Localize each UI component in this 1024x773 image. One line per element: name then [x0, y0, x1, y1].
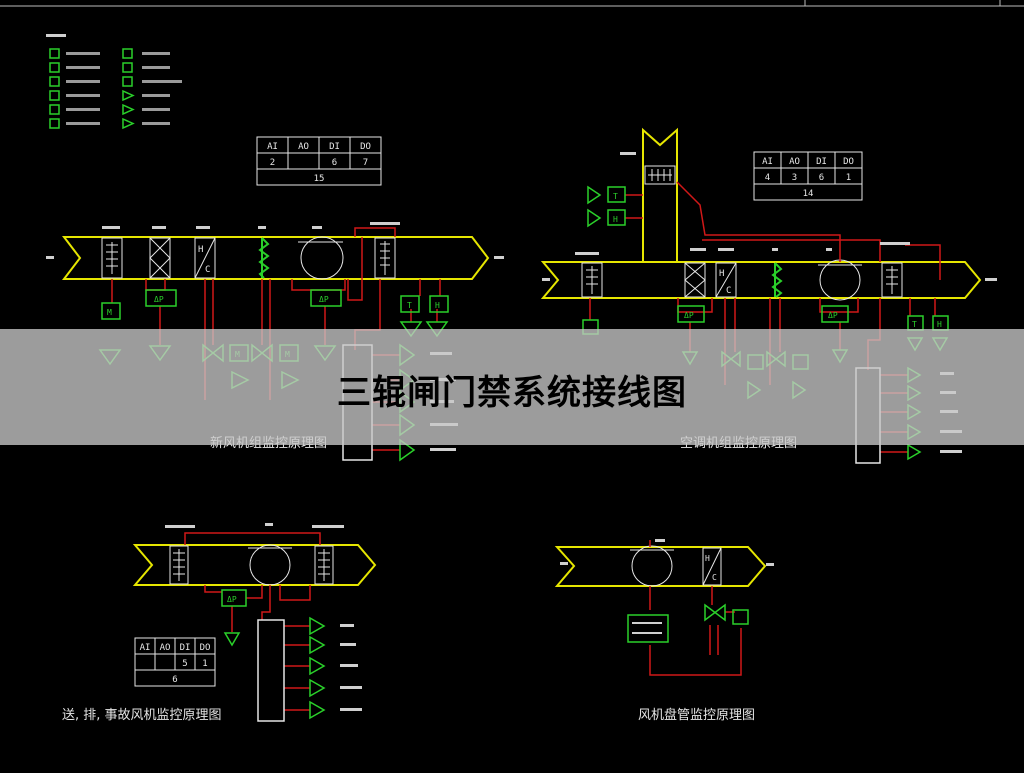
- svg-text:M: M: [107, 308, 112, 317]
- svg-text:C: C: [712, 573, 717, 582]
- legend-symbol: [122, 48, 133, 59]
- legend: [46, 34, 182, 130]
- svg-text:ΔP: ΔP: [227, 595, 237, 604]
- table-header: DO: [360, 142, 371, 152]
- table-header: AI: [140, 643, 151, 653]
- legend-symbol: [122, 89, 135, 102]
- svg-text:H: H: [719, 269, 724, 279]
- table-header: AI: [762, 157, 773, 167]
- legend-symbol: [49, 76, 60, 87]
- svg-text:C: C: [726, 286, 731, 296]
- io-table-exhaust: AI AO DI DO 5 1 6: [134, 637, 216, 687]
- legend-symbol: [49, 48, 60, 59]
- svg-text:ΔP: ΔP: [684, 311, 694, 320]
- svg-text:H: H: [198, 245, 203, 255]
- table-header: AO: [160, 643, 171, 653]
- exhaust-fan-unit: ΔP: [132, 523, 377, 722]
- fan-coil-duct: [554, 546, 767, 587]
- io-tables: AI AO DI DO 2 6 7 15 AI AO DI DO 4 3 6 1 14 AI AO DI DO 5 1 6: [134, 136, 863, 687]
- table-header: AO: [298, 142, 309, 152]
- table-total: 15: [314, 174, 325, 184]
- svg-text:T: T: [407, 301, 412, 310]
- svg-text:H: H: [705, 554, 710, 563]
- table-header: DI: [180, 643, 191, 653]
- svg-text:ΔP: ΔP: [154, 295, 164, 304]
- legend-symbol: [122, 62, 133, 73]
- io-table-ac: AI AO DI DO 4 3 6 1 14: [753, 151, 863, 201]
- caption-exhaust: 送, 排, 事故风机监控原理图: [62, 708, 222, 723]
- svg-text:H: H: [435, 301, 440, 310]
- banner-title: 三辊闸门禁系统接线图: [337, 373, 687, 413]
- table-cell: 1: [202, 659, 207, 669]
- table-header: AI: [267, 142, 278, 152]
- table-total: 14: [803, 189, 814, 199]
- table-cell: 7: [363, 158, 368, 168]
- legend-symbol: [49, 62, 60, 73]
- legend-symbol: [122, 76, 133, 87]
- legend-symbol: [49, 104, 60, 115]
- table-header: DI: [329, 142, 340, 152]
- ac-main-duct: [540, 261, 982, 299]
- table-header: DO: [843, 157, 854, 167]
- table-cell: 6: [332, 158, 337, 168]
- svg-text:ΔP: ΔP: [319, 295, 329, 304]
- legend-symbol: [49, 118, 60, 129]
- table-cell: 3: [792, 173, 797, 183]
- table-cell: 2: [270, 158, 275, 168]
- table-cell: 1: [846, 173, 851, 183]
- svg-text:H: H: [937, 320, 942, 329]
- svg-text:ΔP: ΔP: [828, 311, 838, 320]
- io-table-fresh: AI AO DI DO 2 6 7 15: [256, 136, 382, 186]
- legend-symbol: [122, 117, 135, 130]
- svg-text:C: C: [205, 265, 210, 275]
- title-banner: 三辊闸门禁系统接线图: [0, 329, 1024, 445]
- table-total: 6: [172, 675, 177, 685]
- table-header: DO: [200, 643, 211, 653]
- svg-text:H: H: [613, 215, 618, 224]
- svg-text:T: T: [613, 192, 618, 201]
- legend-symbol: [122, 103, 135, 116]
- svg-text:T: T: [912, 320, 917, 329]
- table-header: DI: [816, 157, 827, 167]
- table-cell: 6: [819, 173, 824, 183]
- ac-return-duct: [642, 127, 678, 263]
- exhaust-duct: [132, 544, 377, 586]
- table-cell: 5: [182, 659, 187, 669]
- legend-symbol: [49, 90, 60, 101]
- caption-fan-coil: 风机盘管监控原理图: [638, 708, 756, 723]
- fresh-air-duct: [61, 236, 490, 280]
- fan-coil-unit: HC: [554, 539, 774, 676]
- table-cell: 4: [765, 173, 770, 183]
- table-header: AO: [789, 157, 800, 167]
